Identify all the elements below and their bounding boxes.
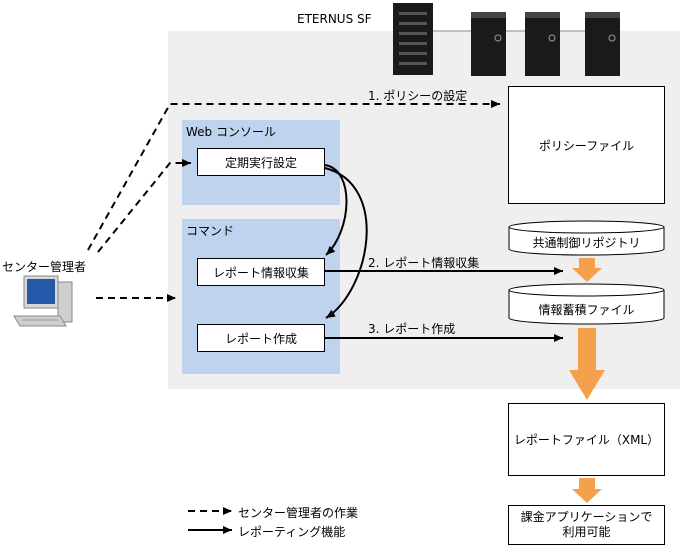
command-title: コマンド	[186, 224, 235, 238]
common-repo-label: 共通制御リポジトリ	[532, 236, 641, 250]
web-console-title: Web コンソール	[186, 125, 276, 139]
accumulated-file-cylinder: 情報蓄積ファイル	[508, 283, 665, 325]
policy-file-box: ポリシーファイル	[508, 86, 665, 204]
orange-arrow-report-to-billing	[572, 478, 602, 503]
pc-icon	[13, 275, 73, 327]
report-collect-box: レポート情報収集	[197, 258, 325, 286]
billing-text: 課金アプリケーションで 利用可能	[520, 510, 653, 539]
eternus-label: ETERNUS SF	[297, 12, 372, 26]
accumulated-label: 情報蓄積ファイル	[538, 303, 635, 317]
actor-label: センター管理者	[2, 260, 87, 274]
billing-box: 課金アプリケーションで 利用可能	[508, 505, 665, 545]
common-repo-cylinder-shape	[508, 220, 665, 256]
step2-label: 2. レポート情報収集	[368, 256, 480, 270]
common-repo-cylinder: 共通制御リポジトリ	[508, 220, 665, 256]
report-file-box: レポートファイル（XML）	[508, 403, 665, 476]
periodic-setting-box: 定期実行設定	[197, 148, 325, 176]
step3-label: 3. レポート作成	[368, 322, 456, 336]
step1-label: 1. ポリシーの設定	[368, 89, 468, 103]
report-create-box: レポート作成	[197, 324, 325, 352]
legend-solid-label: レポーティング機能	[238, 525, 346, 539]
legend-dashed-label: センター管理者の作業	[238, 506, 359, 520]
accumulated-cylinder-shape	[508, 283, 665, 325]
